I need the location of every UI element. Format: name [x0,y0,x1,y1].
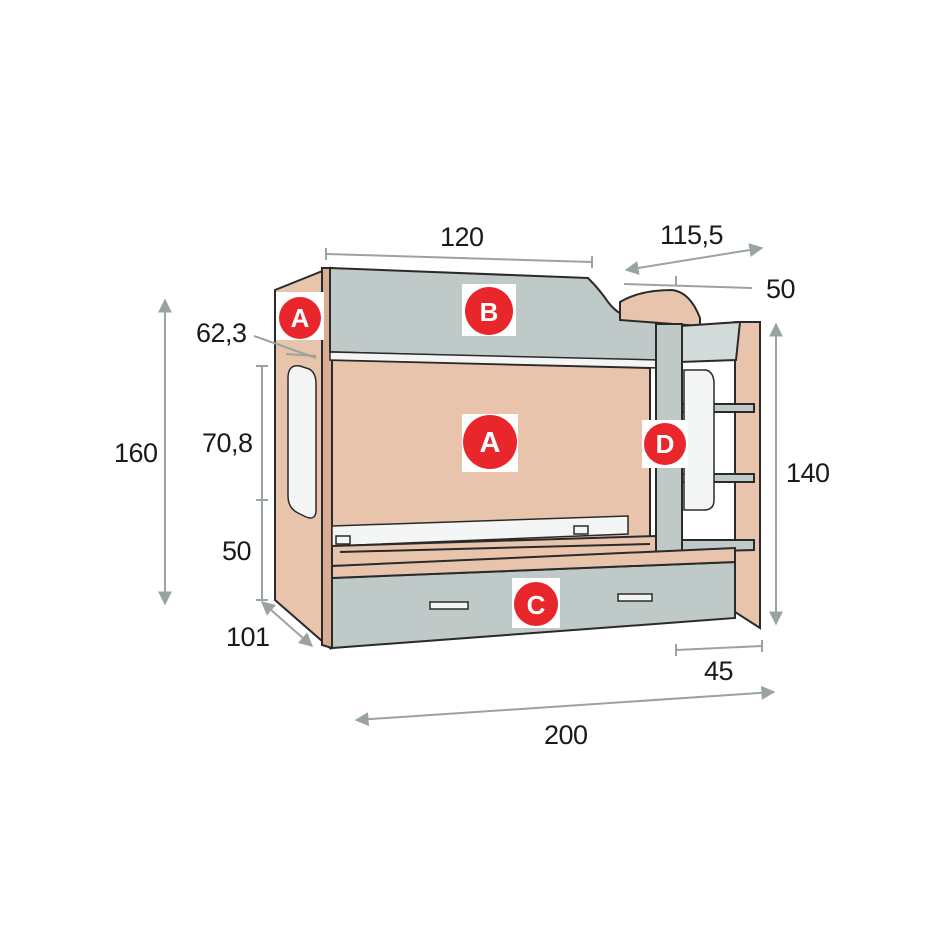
dim-label-140: 140 [786,458,830,488]
svg-text:C: C [527,590,546,620]
dim-label-62-3: 62,3 [196,318,247,348]
svg-text:A: A [480,427,501,459]
dim-label-50-top: 50 [766,274,795,304]
lower-bed-base [331,515,629,547]
dim-label-200: 200 [544,720,588,750]
dim-label-120: 120 [440,222,484,252]
dimension-lines [158,243,783,727]
left-side-cutout [287,365,317,519]
badge-c-drawer: C [512,578,560,628]
drawer-top-edge [331,546,736,580]
dim-line-120 [325,253,593,263]
dim-label-50-lower: 50 [222,536,251,566]
badge-a-side: A [276,292,324,340]
upper-rear-rail [619,288,701,328]
bunk-bed [274,266,761,651]
dim-tick-62-3 [285,353,317,357]
drawer-handle-left [429,601,469,610]
svg-text:D: D [656,429,675,459]
dim-line-200 [354,685,776,727]
badge-a-back: A [462,414,518,472]
part-badges: A B A C D [276,284,688,628]
lower-bed-slat [339,543,651,553]
base-bracket-right [573,525,589,535]
svg-text:B: B [480,297,499,327]
dim-line-45 [675,645,763,651]
dim-label-115-5: 115,5 [660,220,723,250]
base-bracket-left [335,535,351,545]
dim-label-160: 160 [114,438,158,468]
ladder-cutout [683,369,715,511]
dim-label-70-8: 70,8 [202,428,253,458]
dim-line-101 [260,601,314,647]
drawer-handle-right [617,593,653,602]
dim-label-45: 45 [704,656,733,686]
badge-d-ladder: D [642,420,688,468]
dimension-labels: 120 115,5 50 62,3 160 70,8 50 140 101 45… [114,220,830,750]
dim-label-101: 101 [226,622,270,652]
badge-b-panel: B [462,284,516,336]
svg-text:A: A [291,303,310,333]
dim-line-115-5 [624,243,764,275]
ladder-upper-box [679,320,742,364]
dim-line-50-top [623,283,753,289]
